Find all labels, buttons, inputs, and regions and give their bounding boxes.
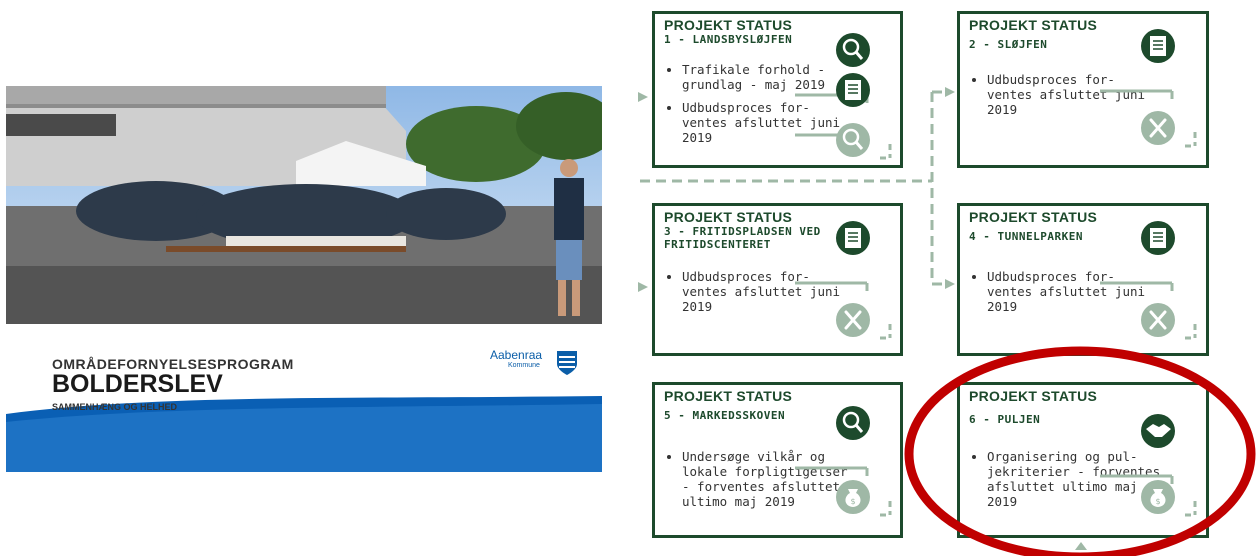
money-bag-icon: $ [835, 479, 871, 520]
card-connector-lines [1100, 89, 1197, 148]
document-icon [835, 72, 871, 113]
card-bullets: Trafikale forhold - grundlag - maj 2019U… [666, 62, 840, 153]
document-icon [1140, 220, 1176, 261]
card-title: PROJEKT STATUS [664, 209, 793, 225]
document-icon [1140, 28, 1176, 69]
tools-icon [835, 302, 871, 343]
card-bullets: Udbudsproces for- ventes afsluttet juni … [971, 72, 1145, 125]
bullet-item: Trafikale forhold - grundlag - maj 2019 [682, 62, 840, 92]
bullet-item: Udbudsproces for- ventes afsluttet juni … [987, 269, 1145, 314]
card-bullets: Udbudsproces for- ventes afsluttet juni … [666, 269, 840, 322]
program-subtitle: SAMMENHÆNG OG HELHED [52, 402, 178, 412]
card-subtitle: 2 - SLØJFEN [969, 38, 1048, 51]
project-card-4: PROJEKT STATUS 4 - TUNNELPARKEN Udbudsproc… [957, 203, 1209, 356]
card-subtitle: 3 - FRITIDSPLADSEN VED FRITIDSCENTERET [664, 225, 821, 251]
program-cover: OMRÅDEFORNYELSESPROGRAM BOLDERSLEV SAMME… [6, 324, 602, 472]
bullet-item: Udbudsproces for- ventes afsluttet juni … [682, 269, 840, 314]
tools-icon [1140, 110, 1176, 151]
card-bullets: Undersøge vilkår og lokale forpligtigels… [666, 449, 848, 517]
card-bullets: Udbudsproces for- ventes afsluttet juni … [971, 269, 1145, 322]
logo-name: Aabenraa [490, 348, 543, 362]
project-card-5: PROJEKT STATUS 5 - MARKEDSSKOVEN Undersøge… [652, 382, 903, 538]
bullet-item: Udbudsproces for- ventes afsluttet juni … [682, 100, 840, 145]
money-bag-icon: $ [1140, 479, 1176, 520]
card-connector-lines [795, 466, 892, 517]
svg-text:$: $ [1155, 497, 1160, 506]
svg-text:$: $ [850, 497, 855, 506]
card-subtitle: 1 - LANDSBYSLØJFEN [664, 33, 793, 46]
handshake-icon [1140, 413, 1176, 454]
card-subtitle: 5 - MARKEDSSKOVEN [664, 409, 786, 422]
magnifier-icon [835, 405, 871, 446]
document-icon [835, 220, 871, 261]
logo-sub: Kommune [508, 362, 540, 369]
card-title: PROJEKT STATUS [969, 388, 1098, 404]
card-connector-lines [795, 281, 892, 340]
card-title: PROJEKT STATUS [969, 209, 1098, 225]
card-subtitle: 4 - TUNNELPARKEN [969, 230, 1083, 243]
program-name: BOLDERSLEV [52, 370, 223, 398]
bullet-item: Udbudsproces for- ventes afsluttet juni … [987, 72, 1145, 117]
card-connector-lines [1100, 281, 1197, 340]
card-title: PROJEKT STATUS [664, 17, 793, 33]
card-subtitle: 6 - PULJEN [969, 413, 1041, 426]
card-title: PROJEKT STATUS [664, 388, 793, 404]
event-photo [6, 86, 602, 324]
project-card-2: PROJEKT STATUS 2 - SLØJFEN Udbudsproces fo… [957, 11, 1209, 168]
municipal-crest-icon [557, 351, 577, 375]
bullet-item: Undersøge vilkår og lokale forpligtigels… [682, 449, 848, 509]
card-connector-lines [1100, 474, 1197, 517]
program-label: OMRÅDEFORNYELSESPROGRAM [52, 356, 294, 372]
magnifier-icon [835, 32, 871, 73]
magnifier-icon [835, 122, 871, 163]
card-title: PROJEKT STATUS [969, 17, 1098, 33]
tools-icon [1140, 302, 1176, 343]
